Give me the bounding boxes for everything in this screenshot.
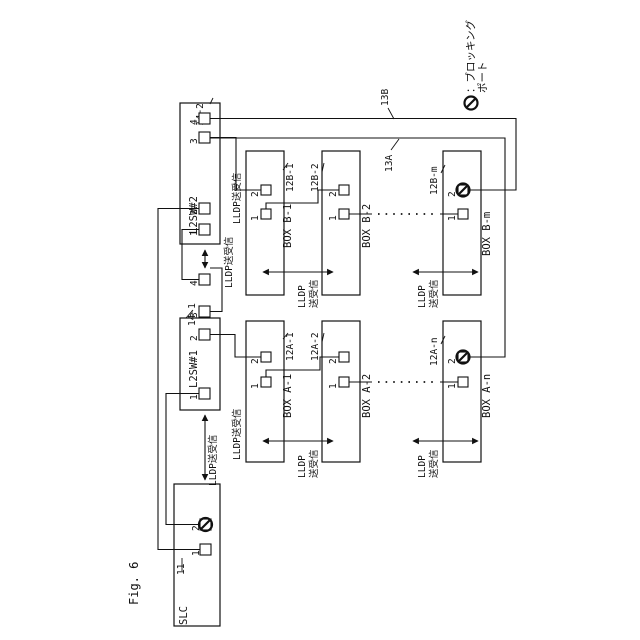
box-an-name: BOX A-n: [481, 374, 493, 418]
l2sw1-port-4-label: 4: [189, 280, 200, 286]
box-a2-port-2: [339, 352, 349, 362]
box-bm-port-1-label: 1: [447, 215, 458, 221]
box-a1-ref: 12A-1: [285, 332, 296, 361]
l2sw2-port-1-label: 1: [189, 230, 200, 236]
box-b1-port-2: [261, 185, 271, 195]
lldp-label-l2sw1-a1: LLDP送受信: [231, 409, 243, 460]
legend: ：ブロッキング ポート: [464, 19, 489, 109]
box-a1-port-1-label: 1: [250, 383, 261, 389]
l2sw2-port-2: [199, 203, 210, 214]
box-b2-port-1: [339, 209, 349, 219]
box-b2: BOX B-2 12B-2 2 1: [310, 151, 373, 295]
figure-title: Fig. 6: [127, 562, 141, 605]
slc-ref: 11: [176, 563, 187, 575]
l2sw1-port-2: [199, 329, 210, 340]
lldp-label-an-1: LLDP: [417, 455, 428, 478]
box-b1-port-2-label: 2: [250, 191, 261, 197]
l2sw2-port-1: [199, 224, 210, 235]
lldp-label-l2sw2-b1: LLDP送受信: [231, 173, 243, 224]
box-b1-ref: 12B-1: [285, 163, 296, 192]
box-bm: BOX B-m 12B-m 2 1: [429, 151, 493, 295]
box-a1-port-2: [261, 352, 271, 362]
slc-device: SLC 11 1 2: [174, 484, 220, 626]
box-b2-port-2-label: 2: [328, 191, 339, 197]
box-b2-name: BOX B-2: [361, 204, 373, 248]
lldp-label-a1-a2-1: LLDP: [297, 455, 308, 478]
lldp-label-bm-2: 送受信: [428, 279, 440, 308]
lldp-label-an-2: 送受信: [428, 449, 440, 478]
box-a2-port-1: [339, 377, 349, 387]
blocking-port-icon: [465, 97, 478, 110]
l2sw2-port-2-label: 2: [189, 209, 200, 215]
box-a2-ref: 12A-2: [310, 332, 321, 361]
box-b1-name: BOX B-1: [282, 204, 294, 248]
l2sw2-port-3-label: 3: [189, 138, 200, 144]
ring-13b-leader: [388, 108, 394, 119]
box-b2-ref: 12B-2: [310, 163, 321, 192]
box-b2-port-2: [339, 185, 349, 195]
slc-name: SLC: [178, 606, 190, 625]
box-an-port-1-label: 1: [447, 383, 458, 389]
box-a1-port-2-label: 2: [250, 358, 261, 364]
legend-text-1: ：ブロッキング: [464, 19, 477, 93]
box-a2-port-2-label: 2: [328, 358, 339, 364]
box-a1-name: BOX A-1: [282, 374, 294, 418]
lldp-label-bm-1: LLDP: [417, 285, 428, 308]
lldp-label-a1-a2-2: 送受信: [308, 449, 320, 478]
box-bm-port-1: [458, 209, 468, 219]
box-b1: BOX B-1 12B-1 2 1: [246, 151, 296, 295]
box-an-ref: 12A-n: [429, 337, 440, 366]
l2sw2-device: L2SW#2 14-2 1 2 3 4: [180, 98, 220, 244]
l2sw1-port-4: [199, 274, 210, 285]
l2sw1-name: L2SW#1: [188, 350, 200, 388]
box-a2-name: BOX A-2: [361, 374, 373, 418]
l2sw2-port-3: [199, 132, 210, 143]
ring-13b-label: 13B: [380, 89, 391, 106]
link-l2sw1-p3: [210, 268, 222, 312]
l2sw2-port-4-label: 4: [189, 119, 200, 125]
box-b1-port-1: [261, 209, 271, 219]
ring-13a-leader: [391, 139, 399, 150]
l2sw1-port-2-label: 2: [189, 335, 200, 341]
ring-13a-label: 13A: [384, 155, 395, 172]
lldp-label-l2sw1-l2sw2: LLDP送受信: [223, 237, 235, 288]
box-bm-name: BOX B-m: [481, 212, 493, 256]
l2sw1-port-1: [199, 388, 210, 399]
box-bm-ref: 12B-m: [429, 166, 440, 195]
box-b1-port-1-label: 1: [250, 215, 261, 221]
box-a1-port-1: [261, 377, 271, 387]
l2sw1-port-3: [199, 306, 210, 317]
l2sw1-port-1-label: 1: [189, 394, 200, 400]
box-b2-port-1-label: 1: [328, 215, 339, 221]
box-a2-port-1-label: 1: [328, 383, 339, 389]
legend-text-2: ポート: [477, 62, 489, 94]
l2sw1-device: L2SW#1 14-1 1 2 3 4: [180, 274, 220, 410]
box-an-port-1: [458, 377, 468, 387]
lldp-label-b1-b2-1: LLDP: [297, 285, 308, 308]
slc-port-1-label: 1: [191, 550, 202, 556]
lldp-label-slc-l2sw1: LLDP送受信: [207, 435, 219, 486]
l2sw1-port-3-label: 3: [189, 312, 200, 318]
lldp-label-b1-b2-2: 送受信: [308, 279, 320, 308]
l2sw2-port-4: [199, 113, 210, 124]
